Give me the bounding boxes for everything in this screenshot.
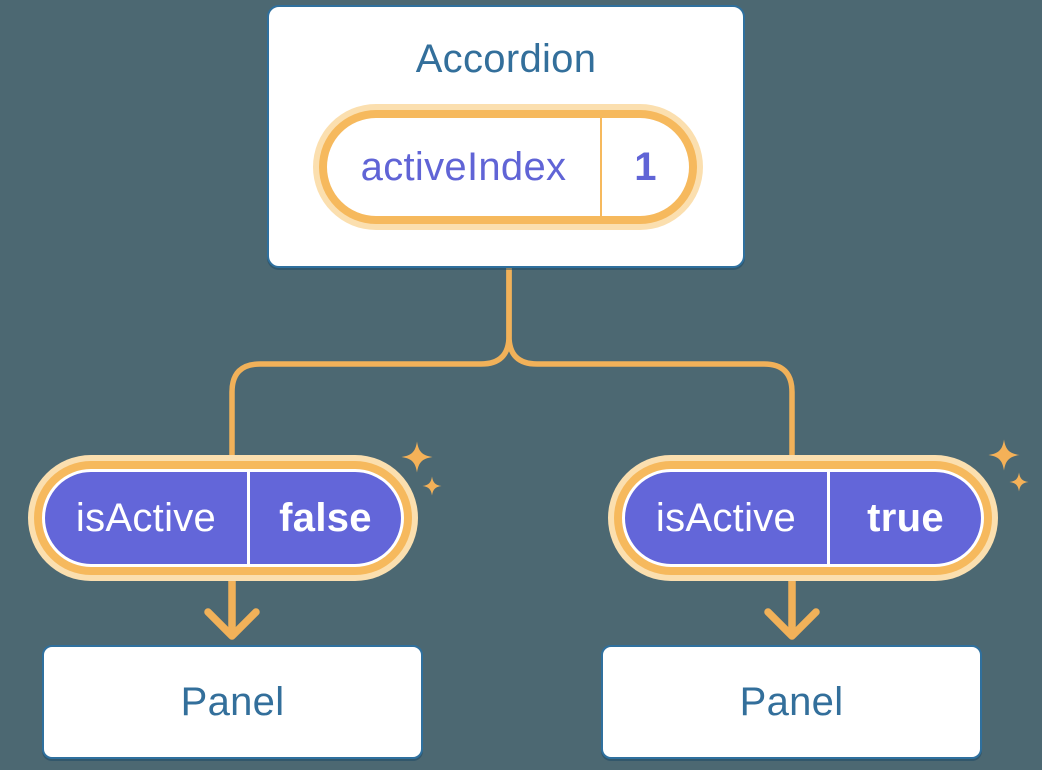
pill-divider [247, 472, 250, 564]
prop-pill-left: isActive false [28, 455, 418, 581]
state-pill-label: activeIndex [360, 144, 567, 189]
state-pill-value: 1 [634, 144, 657, 189]
prop-pill-right: isActive true [608, 455, 998, 581]
sparkle-icon [422, 476, 442, 496]
panel-title: Panel [180, 679, 285, 724]
prop-pill-label: isActive [75, 495, 217, 540]
panel-title: Panel [739, 679, 844, 724]
prop-pill-value: false [279, 495, 372, 540]
prop-pill-ring: isActive false [34, 461, 412, 575]
sparkle-icon [988, 439, 1020, 471]
prop-pill-value: true [867, 495, 944, 540]
arrow-down-icon [764, 575, 820, 640]
prop-pill-ring: isActive true [614, 461, 992, 575]
state-pill: activeIndex 1 [313, 104, 703, 230]
panel-card-left: Panel [42, 645, 423, 759]
panel-card-right: Panel [601, 645, 982, 759]
tree-connector [229, 263, 795, 460]
prop-pill-core: isActive true [622, 469, 984, 567]
accordion-title: Accordion [415, 37, 597, 81]
pill-divider [827, 472, 830, 564]
pill-divider [600, 118, 602, 216]
sparkle-icon [401, 441, 433, 473]
state-pill-core: activeIndex 1 [327, 118, 689, 216]
arrow-down-icon [204, 575, 260, 640]
sparkle-icon [1009, 472, 1029, 492]
prop-pill-label: isActive [655, 495, 797, 540]
state-pill-ring: activeIndex 1 [319, 110, 697, 224]
prop-pill-core: isActive false [42, 469, 404, 567]
